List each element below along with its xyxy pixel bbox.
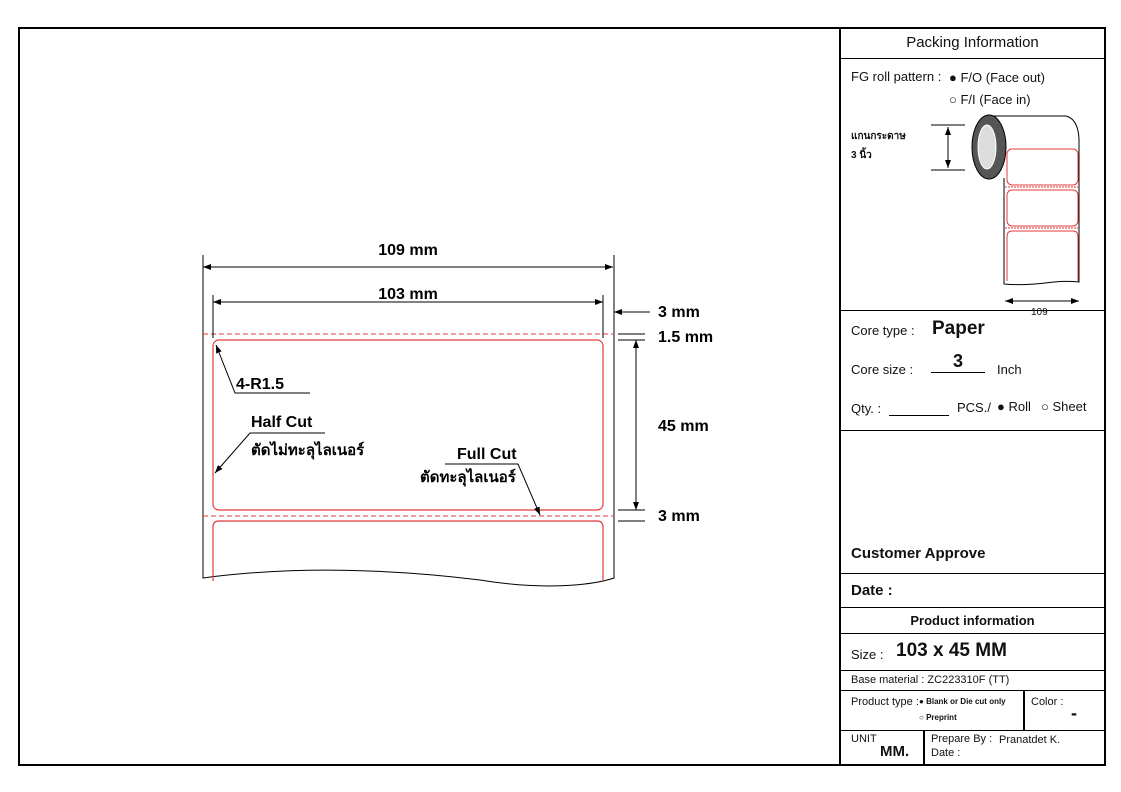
roll-illustration (931, 114, 1080, 304)
dim-side-gap-text: 3 mm (658, 304, 700, 321)
half-cut-th-text: ตัดไม่ทะลุไลเนอร์ (251, 440, 365, 460)
qty-field[interactable] (889, 399, 949, 416)
unit-value: MM. (880, 743, 910, 760)
color-label: Color : (1031, 696, 1064, 708)
product-info-title: Product information (910, 613, 1035, 628)
unit-label: UNIT (851, 733, 877, 745)
roll-section: FG roll pattern : ● F/O (Face out) ○ F/I… (841, 59, 1104, 318)
size-row: Size : 103 x 45 MM (841, 634, 1104, 671)
core-th-2: 3 นิ้ว (851, 150, 872, 161)
full-cut-text: Full Cut (457, 446, 517, 463)
blank-option[interactable]: ● Blank or Die cut only (919, 697, 1006, 706)
half-cut-text: Half Cut (251, 414, 313, 431)
fg-roll-label: FG roll pattern : (851, 69, 942, 84)
roll-width-text: 109 (1031, 307, 1048, 318)
roll-option-label: Roll (1008, 399, 1031, 414)
prepare-by-label: Prepare By : (931, 733, 993, 745)
color-value: - (1071, 703, 1077, 723)
prepare-by-value: Pranatdet K. (999, 734, 1061, 746)
core-section: Core type : Paper Core size : 3 Inch Qty… (841, 311, 1104, 431)
corner-radius-text: 4-R1.5 (236, 376, 284, 393)
full-cut-th-text: ตัดทะลุไลเนอร์ (420, 467, 517, 487)
product-type-label: Product type : (851, 696, 919, 708)
fi-option-label: F/I (Face in) (960, 92, 1031, 107)
base-material-row: Base material : ZC223310F (TT) (841, 671, 1104, 691)
base-material: Base material : ZC223310F (TT) (851, 674, 1010, 686)
fi-option[interactable]: ○ F/I (Face in) (949, 92, 1031, 107)
core-size-unit: Inch (997, 362, 1022, 377)
product-info-header: Product information (841, 608, 1104, 634)
label-shape-next (212, 520, 604, 581)
dim-103-text: 103 mm (378, 286, 438, 303)
size-label: Size : (851, 647, 884, 662)
dim-gap-text: 3 mm (658, 508, 700, 525)
label-drawing: 109 mm 103 mm 3 mm 1.5 mm 45 mm 3 mm 4-R… (202, 242, 713, 587)
dim-109-text: 109 mm (378, 242, 438, 259)
pcs-label: PCS./ (957, 400, 991, 415)
prepare-date-label: Date : (931, 747, 961, 759)
approve-date-label: Date : (851, 582, 893, 599)
size-value: 103 x 45 MM (896, 640, 1007, 661)
fo-option-label: F/O (Face out) (960, 70, 1045, 85)
core-th-1: แกนกระดาษ (851, 131, 906, 142)
core-type-label: Core type : (851, 323, 915, 338)
sheet-option-label: Sheet (1052, 399, 1087, 414)
unit-row: UNIT MM. Prepare By : Pranatdet K. Date … (841, 731, 1104, 764)
sheet-frame (18, 27, 1106, 766)
preprint-option-label: Preprint (926, 713, 957, 722)
fo-option[interactable]: ● F/O (Face out) (949, 70, 1045, 85)
dim-45-text: 45 mm (658, 418, 709, 435)
roll-option[interactable]: ● Roll (997, 399, 1031, 414)
product-type-row: Product type : ● Blank or Die cut only ○… (841, 691, 1104, 731)
core-type-value: Paper (932, 318, 985, 339)
label-shape (212, 339, 604, 511)
info-panel: Packing Information FG roll pattern : ● … (839, 27, 1104, 764)
customer-approve-label: Customer Approve (851, 545, 986, 562)
sheet-option[interactable]: ○ Sheet (1041, 399, 1087, 414)
core-size-value: 3 (931, 351, 985, 373)
packing-title: Packing Information (906, 34, 1039, 51)
preprint-option[interactable]: ○ Preprint (919, 713, 957, 722)
approve-date-row: Date : (841, 574, 1104, 608)
dim-top-margin-text: 1.5 mm (658, 329, 713, 346)
core-size-label: Core size : (851, 362, 914, 377)
customer-approve-section: Customer Approve (841, 431, 1104, 574)
packing-header: Packing Information (841, 27, 1104, 59)
qty-label: Qty. : (851, 401, 882, 416)
blank-option-label: Blank or Die cut only (926, 697, 1006, 706)
liner-outline (202, 255, 615, 587)
